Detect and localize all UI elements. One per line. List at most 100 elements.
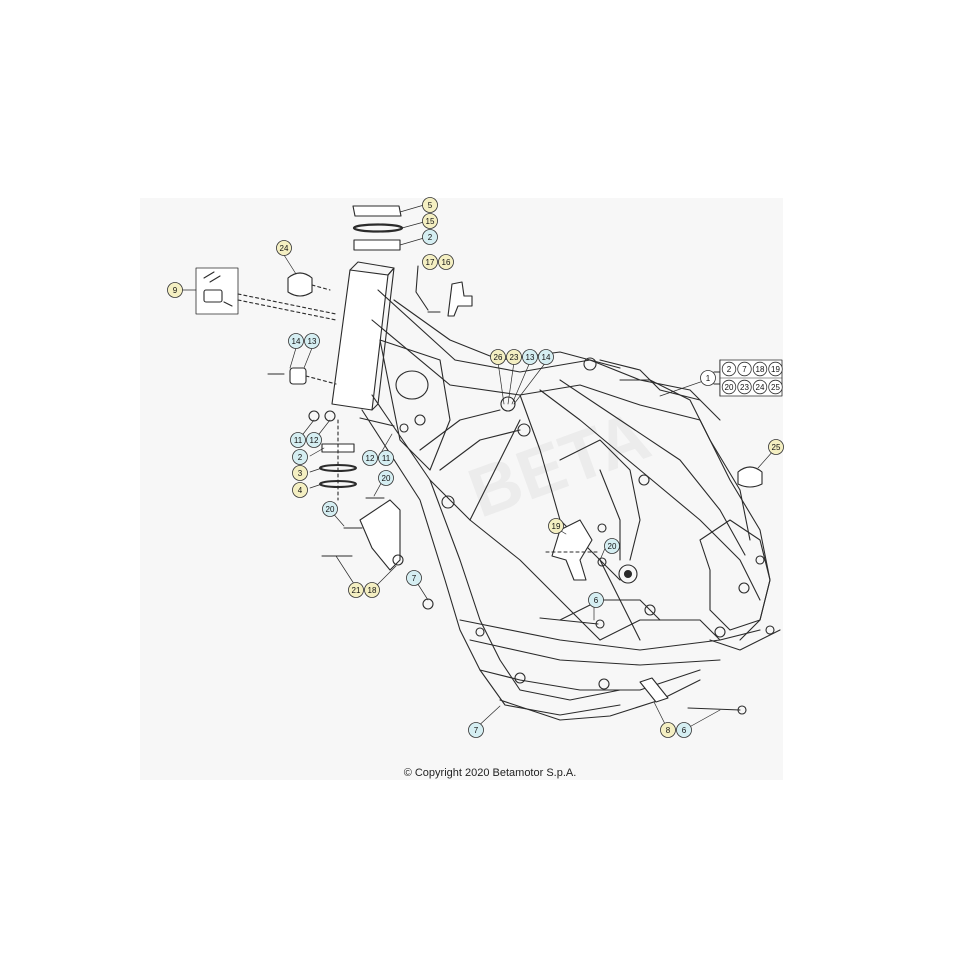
callout-17: 17 <box>422 254 438 270</box>
cable-clamp-24 <box>287 272 331 297</box>
nut-7 <box>422 598 434 610</box>
kit-cell-label: 25 <box>771 383 780 392</box>
callout-20: 20 <box>322 501 338 517</box>
bearing-stack-bottom <box>319 419 357 501</box>
callout-24: 24 <box>276 240 292 256</box>
head-tube <box>331 261 395 411</box>
callout-label: 18 <box>368 586 377 595</box>
callout-label: 13 <box>526 353 535 362</box>
gusset-plate <box>379 339 455 509</box>
callout-label: 26 <box>494 353 503 362</box>
callout-20: 20 <box>604 538 620 554</box>
kit-cell-19: 19 <box>768 361 783 377</box>
callout-label: 20 <box>326 505 335 514</box>
callout-label: 8 <box>666 726 671 735</box>
kit-table-cells: 2 7 18 19 20 23 24 25 <box>721 361 783 395</box>
callout-label: 12 <box>366 454 375 463</box>
callout-14: 14 <box>538 349 554 365</box>
callout-label: 3 <box>298 469 303 478</box>
callout-7: 7 <box>406 570 422 586</box>
main-frame <box>361 289 781 721</box>
callout-9: 9 <box>167 282 183 298</box>
callout-3: 3 <box>292 465 308 481</box>
callout-label: 14 <box>292 337 301 346</box>
callout-label: 24 <box>280 244 289 253</box>
ignition-lock <box>195 267 337 321</box>
callout-20: 20 <box>378 470 394 486</box>
callout-11: 11 <box>378 450 394 466</box>
callout-1: 1 <box>700 370 716 386</box>
kit-cell-label: 23 <box>740 383 749 392</box>
callout-label: 2 <box>298 453 303 462</box>
callout-7: 7 <box>468 722 484 738</box>
callout-23: 23 <box>506 349 522 365</box>
kit-cell-label: 20 <box>725 383 734 392</box>
callout-15: 15 <box>422 213 438 229</box>
callout-14: 14 <box>288 333 304 349</box>
callout-label: 20 <box>382 474 391 483</box>
callout-label: 20 <box>608 542 617 551</box>
callout-label: 17 <box>426 258 435 267</box>
callout-16: 16 <box>438 254 454 270</box>
bolts-20-bracket-18 <box>321 497 404 571</box>
callout-label: 4 <box>298 486 303 495</box>
kit-cell-label: 19 <box>771 365 780 374</box>
cable-clamp-25 <box>737 466 763 488</box>
callout-label: 11 <box>294 436 303 445</box>
kit-cell-label: 18 <box>756 365 765 374</box>
callout-label: 21 <box>352 586 361 595</box>
callout-26: 26 <box>490 349 506 365</box>
callout-25: 25 <box>768 439 784 455</box>
callout-label: 13 <box>308 337 317 346</box>
kit-cell-2: 2 <box>721 361 737 377</box>
plate-8 <box>639 677 669 703</box>
callout-label: 6 <box>594 596 599 605</box>
kit-cell-label: 2 <box>727 365 732 374</box>
callout-6: 6 <box>676 722 692 738</box>
callout-label: 7 <box>412 574 417 583</box>
kit-cell-18: 18 <box>752 361 768 377</box>
callout-4: 4 <box>292 482 308 498</box>
copyright-notice: © Copyright 2020 Betamotor S.p.A. <box>403 767 577 779</box>
watermark: BETA <box>459 396 660 533</box>
callout-label: 7 <box>474 726 479 735</box>
callout-label: 25 <box>772 443 781 452</box>
callout-13: 13 <box>304 333 320 349</box>
kit-cell-25: 25 <box>768 379 783 395</box>
callout-21: 21 <box>348 582 364 598</box>
callout-label: 15 <box>426 217 435 226</box>
callout-label: 23 <box>510 353 519 362</box>
callout-label: 19 <box>552 522 561 531</box>
callout-12: 12 <box>306 432 322 448</box>
kit-cell-label: 7 <box>742 365 747 374</box>
callout-2: 2 <box>422 229 438 245</box>
bracket-16 <box>415 265 473 317</box>
bracket-19 <box>545 519 607 581</box>
callout-19: 19 <box>548 518 564 534</box>
callout-2: 2 <box>292 449 308 465</box>
callout-12: 12 <box>362 450 378 466</box>
callout-18: 18 <box>364 582 380 598</box>
callout-5: 5 <box>422 197 438 213</box>
nuts-11-12 <box>308 410 409 433</box>
callout-label: 12 <box>310 436 319 445</box>
callout-label: 16 <box>442 258 451 267</box>
callout-11: 11 <box>290 432 306 448</box>
callout-label: 1 <box>706 374 711 383</box>
spacer-13-14 <box>267 367 337 385</box>
callout-label: 2 <box>428 233 433 242</box>
kit-cell-label: 24 <box>756 383 765 392</box>
callout-label: 6 <box>682 726 687 735</box>
engine-mounts <box>475 357 775 690</box>
bearing-stack-top <box>352 205 404 251</box>
callout-13: 13 <box>522 349 538 365</box>
callout-label: 9 <box>173 286 178 295</box>
kit-cell-20: 20 <box>721 379 737 395</box>
kit-cell-7: 7 <box>737 361 752 377</box>
long-bolts-6 <box>539 617 747 715</box>
callout-8: 8 <box>660 722 676 738</box>
callout-label: 11 <box>382 454 391 463</box>
callout-6: 6 <box>588 592 604 608</box>
